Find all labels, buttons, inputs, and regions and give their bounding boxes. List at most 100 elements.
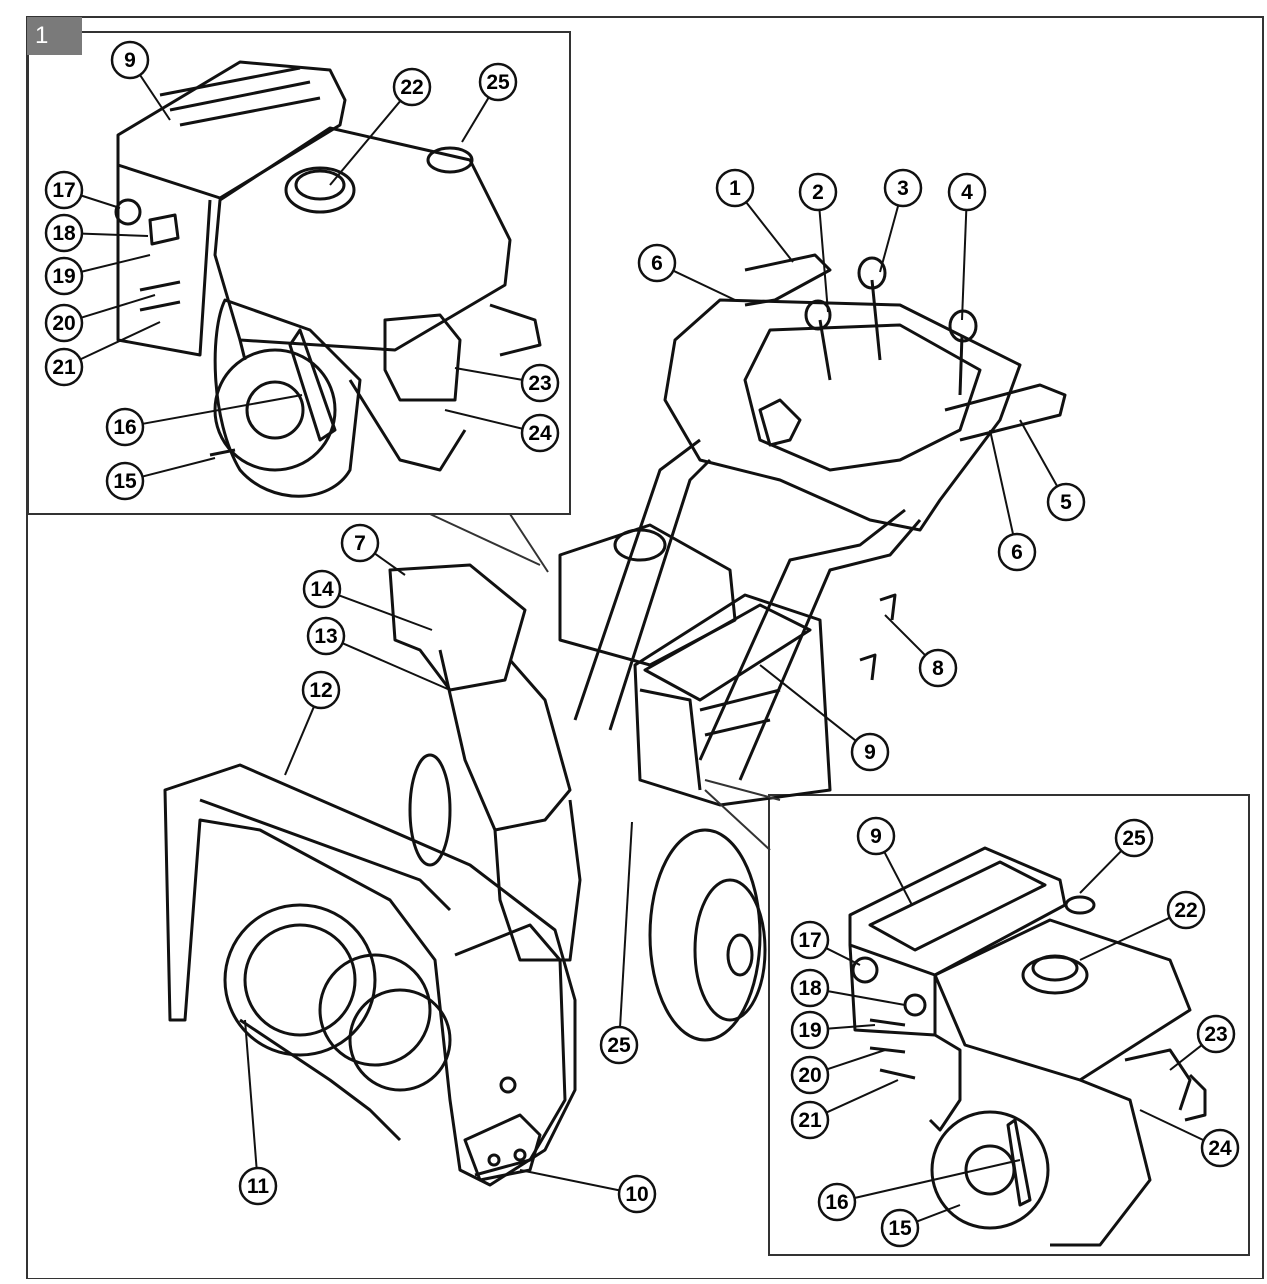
callout-number: 9 xyxy=(124,49,136,72)
callout-leader-line xyxy=(79,321,161,361)
callout-number: 15 xyxy=(888,1217,912,1240)
callout-number: 2 xyxy=(812,181,824,204)
callout-leader-line xyxy=(329,100,402,186)
callout-number: 20 xyxy=(798,1064,821,1087)
callout-circle xyxy=(1046,482,1086,522)
callout-leader-line xyxy=(759,664,857,742)
inset-engine-right-side xyxy=(768,794,1250,1256)
callout-circle xyxy=(306,616,346,656)
callout-leader-line xyxy=(80,294,156,319)
callout-leader-line xyxy=(827,1024,876,1030)
callout-number: 6 xyxy=(651,252,663,275)
callout-circle xyxy=(918,648,958,688)
callout-number: 17 xyxy=(798,929,821,952)
callout-circle xyxy=(105,461,145,501)
inset-pointer-bottom xyxy=(704,789,771,851)
callout-leader-line xyxy=(244,1019,258,1169)
callout-6: 6 xyxy=(637,243,736,301)
callout-number: 20 xyxy=(52,312,75,335)
callout-20: 20 xyxy=(790,1049,886,1095)
callout-leader-line xyxy=(81,232,149,237)
callout-number: 24 xyxy=(1208,1137,1232,1160)
callout-8: 8 xyxy=(884,614,958,688)
callout-leader-line xyxy=(883,851,913,906)
callout-21: 21 xyxy=(790,1079,899,1140)
callout-leader-line xyxy=(142,457,216,478)
callout-number: 21 xyxy=(798,1109,822,1132)
callout-circle xyxy=(599,1025,639,1065)
callout-leader-line xyxy=(342,642,451,691)
callout-circle xyxy=(44,303,84,343)
inset-engine-left-side xyxy=(27,31,571,515)
callout-25: 25 xyxy=(1079,818,1154,894)
callout-circle xyxy=(617,1174,657,1214)
callout-leader-line xyxy=(374,552,406,576)
callout-19: 19 xyxy=(44,254,151,296)
callout-circle xyxy=(44,256,84,296)
callout-circle xyxy=(790,1100,830,1140)
callout-leader-line xyxy=(338,594,433,631)
callout-leader-line xyxy=(519,1169,620,1192)
callout-number: 23 xyxy=(1204,1023,1227,1046)
callout-circle xyxy=(44,213,84,253)
callout-circle xyxy=(44,347,84,387)
callout-circle xyxy=(302,569,342,609)
callout-circle xyxy=(790,1010,830,1050)
callout-leader-line xyxy=(81,254,151,273)
callout-22: 22 xyxy=(1079,890,1206,961)
callout-6: 6 xyxy=(989,429,1037,572)
callout-2: 2 xyxy=(798,172,838,313)
callout-11: 11 xyxy=(238,1019,278,1206)
callout-leader-line xyxy=(444,409,523,430)
callout-21: 21 xyxy=(44,321,161,387)
callout-leader-line xyxy=(825,947,861,966)
callout-circle xyxy=(301,670,341,710)
callout-leader-line xyxy=(826,1049,886,1071)
callout-number: 17 xyxy=(52,179,75,202)
callout-circle xyxy=(790,968,830,1008)
callout-circle xyxy=(880,1208,920,1248)
callout-circle xyxy=(817,1182,857,1222)
callout-18: 18 xyxy=(44,213,149,253)
callout-1: 1 xyxy=(715,168,794,263)
inset-pointer-top xyxy=(429,513,541,566)
callout-16: 16 xyxy=(817,1159,1021,1222)
callout-leader-line xyxy=(916,1204,961,1223)
callout-3: 3 xyxy=(879,168,923,273)
callout-number: 15 xyxy=(113,470,137,493)
callout-15: 15 xyxy=(880,1204,961,1248)
callout-9: 9 xyxy=(856,816,913,906)
callout-circle xyxy=(44,170,84,210)
callout-leader-line xyxy=(139,74,171,121)
callout-24: 24 xyxy=(1139,1109,1240,1168)
callout-leader-line xyxy=(80,194,121,209)
snowblower-main-body xyxy=(163,253,1067,1187)
callout-circle xyxy=(1200,1128,1240,1168)
callout-22: 22 xyxy=(329,67,432,186)
callout-number: 1 xyxy=(729,177,741,200)
callout-circle xyxy=(478,62,518,102)
callout-number: 16 xyxy=(113,416,136,439)
callout-number: 8 xyxy=(932,657,944,680)
callout-number: 11 xyxy=(247,1175,270,1198)
callout-10: 10 xyxy=(519,1169,657,1214)
callout-number: 21 xyxy=(52,356,76,379)
callout-14: 14 xyxy=(302,569,433,631)
callout-5: 5 xyxy=(1019,419,1086,522)
callout-circle xyxy=(997,532,1037,572)
callout-circle xyxy=(790,920,830,960)
callout-12: 12 xyxy=(284,670,341,776)
callout-number: 7 xyxy=(354,532,366,555)
callout-number: 3 xyxy=(897,177,909,200)
figure-number-tab: 1 xyxy=(27,17,82,55)
callout-number: 22 xyxy=(1174,899,1197,922)
callout-circle xyxy=(790,1055,830,1095)
callout-number: 6 xyxy=(1011,541,1023,564)
callout-18: 18 xyxy=(790,968,906,1008)
callout-number: 25 xyxy=(1122,827,1146,850)
callout-leader-line xyxy=(989,429,1015,535)
callout-15: 15 xyxy=(105,457,216,501)
